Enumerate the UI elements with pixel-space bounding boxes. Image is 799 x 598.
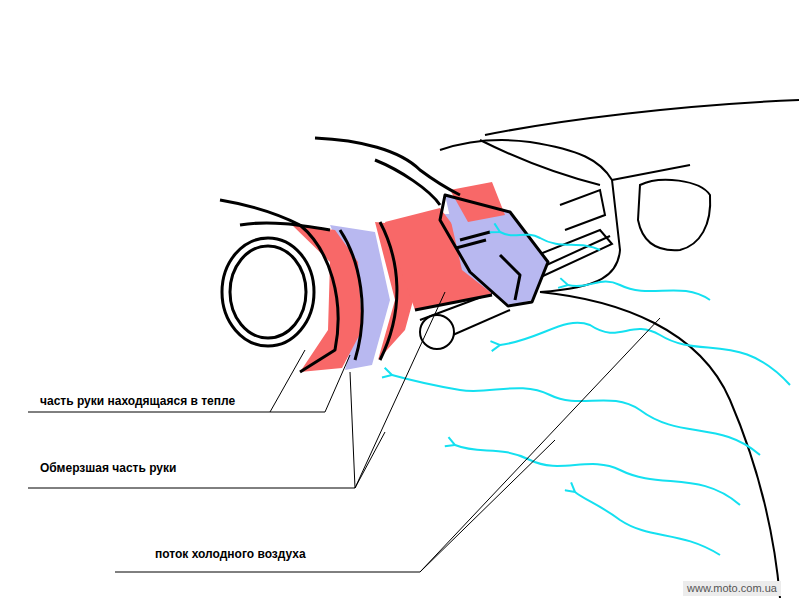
callout-label: часть руки находящаяся в тепле <box>38 394 237 408</box>
callout-label: поток холодного воздуха <box>153 547 308 561</box>
watermark: www.moto.com.ua <box>683 581 781 596</box>
callout-label: Обмерзшая часть руки <box>38 461 178 475</box>
